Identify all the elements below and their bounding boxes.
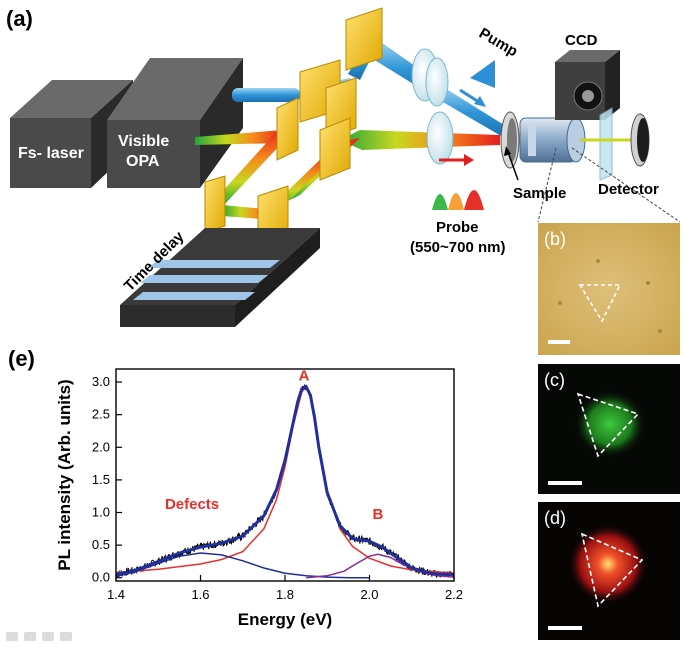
panel-b-label: (b) <box>544 229 566 249</box>
y-tick-label: 0.5 <box>92 537 110 552</box>
probe-range-label: (550~700 nm) <box>410 239 505 256</box>
series-line-fit-total <box>115 384 455 576</box>
lens-group <box>411 48 454 165</box>
y-tick-label: 0.0 <box>92 570 110 585</box>
triangle-outline <box>576 392 640 458</box>
beam-splitter <box>599 107 613 181</box>
corner-icon <box>6 632 18 641</box>
probe-spectrum-icon <box>432 190 484 210</box>
visible-opa-box <box>107 58 243 188</box>
scale-bar <box>548 626 582 630</box>
corner-icon <box>24 632 36 641</box>
probe-arrow-icon <box>439 154 474 166</box>
x-tick-label: 2.0 <box>360 587 378 602</box>
panel-b-image: (b) <box>538 223 680 355</box>
page-corner-icons <box>6 632 72 641</box>
panel-d-image: (d) <box>538 502 680 640</box>
opa-label-line2: OPA <box>126 153 160 170</box>
triangle-outline <box>580 532 644 608</box>
series-line-peak-A <box>115 386 455 574</box>
pump-label: Pump <box>476 25 521 61</box>
zoom-line <box>537 147 557 223</box>
ccd-label: CCD <box>565 32 598 49</box>
scale-bar <box>548 481 582 485</box>
annotation-label: Defects <box>165 496 219 513</box>
y-tick-label: 2.5 <box>92 407 110 422</box>
panel-c-image: (c) <box>538 364 680 494</box>
objective-lens <box>519 117 586 163</box>
x-tick-label: 1.6 <box>191 587 209 602</box>
probe-label: Probe <box>436 219 479 236</box>
fs-laser-label: Fs- laser <box>18 145 84 162</box>
x-tick-label: 1.4 <box>107 587 125 602</box>
series-line-measured <box>115 384 455 578</box>
pump-arrow-icon <box>459 88 486 107</box>
zoom-line <box>571 147 681 223</box>
pl-spectrum-chart: 1.4 1.6 1.8 2.0 2.2 0.0 0.5 1.0 1.5 2.0 2.5 3.0Ener… <box>55 368 463 629</box>
y-tick-label: 2.0 <box>92 439 110 454</box>
y-tick-label: 1.5 <box>92 472 110 487</box>
annotation-label: B <box>373 506 384 523</box>
panel-e-label: (e) <box>8 346 35 371</box>
panel-d-label: (d) <box>544 508 566 528</box>
sample-pointer <box>507 151 519 181</box>
series-line-defects <box>115 552 370 579</box>
x-tick-label: 2.2 <box>445 587 463 602</box>
annotation-label: A <box>299 368 310 385</box>
detector-disk <box>630 113 650 167</box>
corner-icon <box>60 632 72 641</box>
time-delay-stage <box>120 228 320 327</box>
setup-schematic: (a) Fs- laser Visible OPA Time delay Pum… <box>6 6 681 327</box>
plot-frame <box>115 368 455 582</box>
opa-label-line1: Visible <box>118 133 169 150</box>
pump-cone <box>470 60 495 88</box>
panel-c-label: (c) <box>544 370 565 390</box>
triangle-outline <box>578 284 622 323</box>
panel-a-label: (a) <box>6 6 33 31</box>
ccd-camera <box>555 50 620 120</box>
scale-bar <box>548 340 570 344</box>
x-axis-label: Energy (eV) <box>238 610 332 629</box>
sample-label: Sample <box>513 185 566 202</box>
y-tick-label: 3.0 <box>92 374 110 389</box>
detector-label: Detector <box>598 181 659 198</box>
x-tick-label: 1.8 <box>276 587 294 602</box>
y-axis-label: PL intensity (Arb. units) <box>55 379 74 570</box>
y-tick-label: 1.0 <box>92 505 110 520</box>
corner-icon <box>42 632 54 641</box>
